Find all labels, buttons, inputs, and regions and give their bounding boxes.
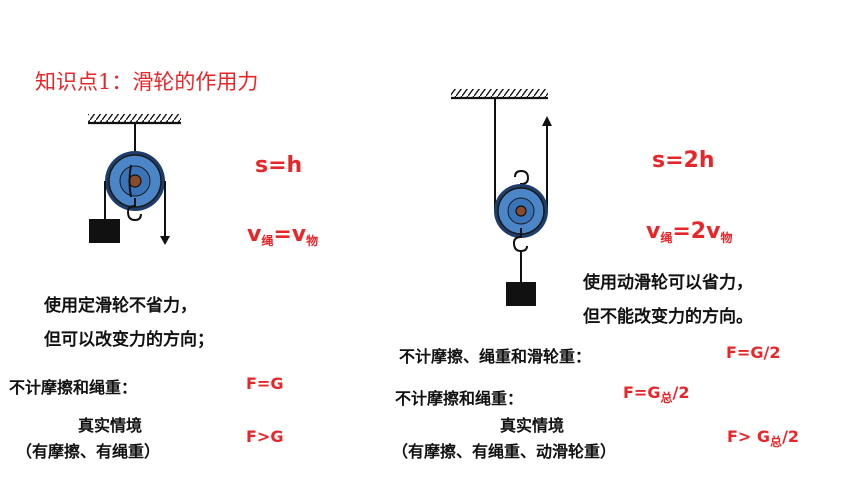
fixed-force-arrow [160,236,170,245]
v-equals: =2v [672,219,721,244]
fixed-desc-line1: 使用定滑轮不省力， [44,296,197,316]
movable-real-title: 真实情境 [500,416,565,435]
movable-force-arrow [542,116,552,126]
formula-part: /2 [672,383,690,402]
movable-desc-line2: 但不能改变力的方向。 [583,307,753,327]
v-subscript-object: 物 [306,234,319,248]
movable-real-subtitle: （有摩擦、有绳重、动滑轮重） [392,442,617,461]
fixed-condition-1: 不计摩擦和绳重： [9,378,138,397]
v-subscript-rope: 绳 [660,231,673,245]
movable-bottom-hook [512,228,528,253]
fixed-ceiling [88,114,181,123]
movable-top-hook [514,169,530,194]
movable-ceiling [451,89,548,98]
fixed-hook [126,198,142,222]
fixed-condition-1-formula: F=G [246,374,284,393]
movable-v-equation: v绳=2v物 [646,219,732,246]
fixed-pulley-diagram [88,114,181,245]
fixed-desc-line2: 但可以改变力的方向； [44,330,214,350]
fixed-v-equation: v绳=v物 [247,222,318,249]
v-symbol: v [247,222,262,247]
formula-part: F=G [623,383,661,402]
fixed-bracket [128,164,132,198]
fixed-real-subtitle: （有摩擦、有绳重） [16,442,161,461]
fixed-s-equation: s=h [255,153,303,178]
movable-condition-2: 不计摩擦和绳重： [395,389,524,408]
movable-pulley-axle [515,205,527,217]
v-symbol: v [646,219,661,244]
movable-condition-1-formula: F=G/2 [726,343,781,362]
formula-part: /2 [782,427,800,446]
formula-subscript: 总 [660,391,673,405]
movable-condition-2-formula: F=G总/2 [623,383,689,406]
movable-condition-1: 不计摩擦、绳重和滑轮重： [399,347,592,366]
formula-subscript: 总 [770,435,783,449]
formula-part: F> G [727,427,771,446]
page-title: 知识点1：滑轮的作用力 [35,70,259,94]
movable-s-equation: s=2h [652,148,715,173]
fixed-pulley-axle [128,174,142,188]
movable-desc-line1: 使用动滑轮可以省力， [583,273,753,293]
movable-real-formula: F> G总/2 [727,427,799,450]
movable-pulley-diagram [451,89,552,306]
fixed-real-title: 真实情境 [78,416,143,435]
v-subscript-object: 物 [720,231,733,245]
fixed-weight-block [89,219,120,243]
v-equals: =v [273,222,307,247]
fixed-real-formula: F>G [246,427,284,446]
movable-weight-block [506,282,536,306]
v-subscript-rope: 绳 [261,234,274,248]
